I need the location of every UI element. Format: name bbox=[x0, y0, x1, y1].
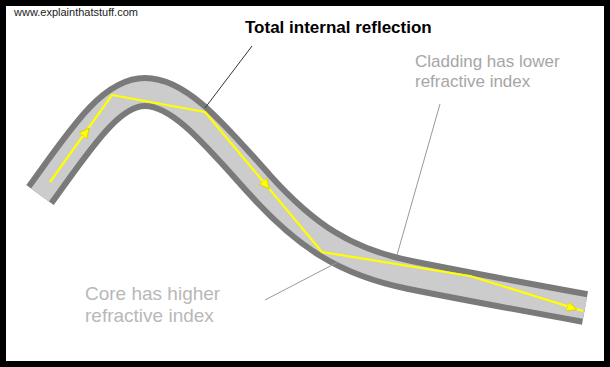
watermark: www.explainthatstuff.com bbox=[14, 6, 138, 19]
ray-arrow bbox=[80, 132, 86, 140]
fiber-cladding bbox=[40, 92, 585, 308]
fiber-core bbox=[40, 92, 585, 308]
leader-line bbox=[205, 46, 252, 108]
core-label: Core has higher refractive index bbox=[85, 283, 260, 327]
ray-arrow bbox=[560, 304, 572, 308]
leader-line bbox=[397, 104, 440, 255]
light-ray bbox=[50, 95, 583, 311]
cladding-label: Cladding has lower refractive index bbox=[415, 52, 597, 91]
ray-arrow bbox=[258, 175, 266, 185]
leader-line bbox=[265, 262, 338, 300]
callout-title: Total internal reflection bbox=[245, 18, 432, 38]
